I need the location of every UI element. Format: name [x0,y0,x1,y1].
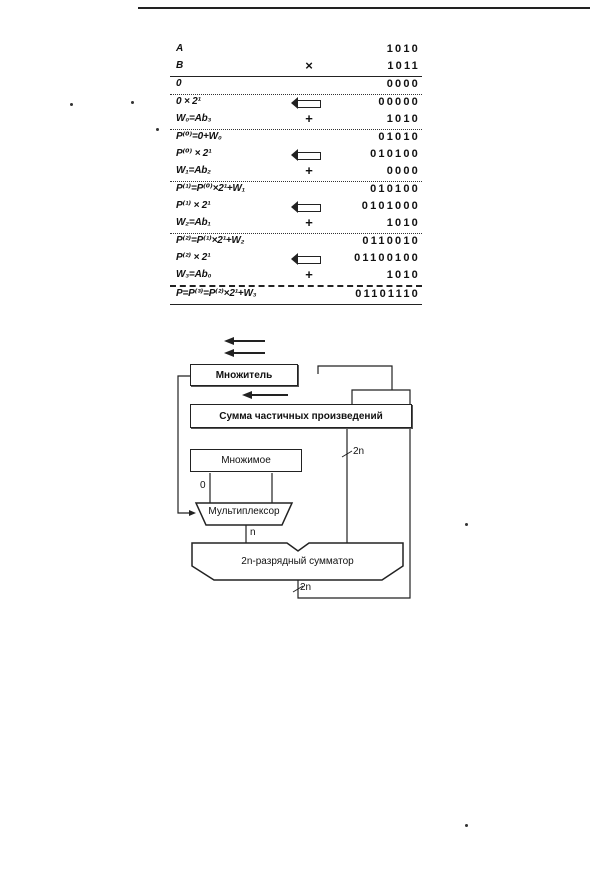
shift-arrow-top-head [224,337,234,345]
row-label: P⁽¹⁾=P⁽⁰⁾×2¹+W₁ [176,183,245,194]
row-label: A [176,43,184,54]
row-label: W₀=Ab₃ [176,113,212,124]
multiplier-to-mux-line [177,375,192,514]
row-value: 01101110 [355,288,420,300]
row-value: 010100 [370,148,420,160]
row-value: 0000 [386,78,420,90]
row-label: P⁽²⁾=P⁽¹⁾×2¹+W₂ [176,235,245,246]
row-label: W₂=Ab₁ [176,217,211,228]
row-operator: + [305,215,313,230]
speck [131,101,134,104]
mux-label: Мультиплексор [208,506,280,517]
table-row: P⁽¹⁾ × 2¹ 0101000 [170,199,422,216]
table-row: W₀=Ab₃ +1010 [170,111,422,130]
table-row: W₂=Ab₁ +1010 [170,215,422,234]
table-row: 0 × 2¹ 00000 [170,95,422,112]
shift-left-arrow-icon [290,146,324,161]
speck [70,103,73,106]
2n-label-top: 2n [353,446,365,457]
arrow-left-icon [290,201,321,213]
arrow-left-icon [290,97,321,109]
table-row: P⁽¹⁾=P⁽⁰⁾×2¹+W₁ 010100 [170,182,422,199]
row-operator: + [305,267,313,282]
row-value: 01010 [378,131,420,143]
speck [465,824,468,827]
row-value: 1010 [386,43,420,55]
multiplicand-box: Множимое [190,449,302,472]
table-row: P⁽⁰⁾ × 2¹ 010100 [170,147,422,164]
row-label: P⁽²⁾ × 2¹ [176,252,211,263]
row-operator: × [305,58,313,73]
row-value: 010100 [370,183,420,195]
row-value: 00000 [378,96,420,108]
shift-left-arrow-icon [290,94,324,109]
table-row: W₁=Ab₂ +0000 [170,163,422,182]
top-rule [138,7,590,9]
partial-sum-box: Сумма частичных произведений [190,404,412,428]
row-value: 1010 [386,113,420,125]
row-operator: + [305,111,313,126]
table-row: B × 1011 [170,58,422,77]
row-value: 0110010 [362,235,420,247]
row-label: P=P⁽³⁾=P⁽²⁾×2¹+W₃ [176,288,257,299]
speck [156,128,159,131]
row-value: 1011 [387,60,420,72]
multiplier-feedback-line [317,365,393,390]
row-value: 1010 [386,269,420,281]
shift-left-arrow-icon [290,198,324,213]
mux-shape [194,502,294,526]
row-value: 0000 [386,165,420,177]
multiplier-box: Множитель [190,364,298,386]
bus-mark-2n-bottom [292,585,304,593]
arrow-left-icon [290,149,321,161]
multiplier-label: Множитель [215,369,273,381]
row-label: 0 × 2¹ [176,96,201,107]
table-row: A 1010 [170,42,422,59]
table-row: P⁽²⁾ × 2¹ 01100100 [170,251,422,268]
arrow-left-icon [290,253,321,265]
table-row: W₃=Ab₀ +1010 [170,267,422,287]
row-label: W₃=Ab₀ [176,269,212,280]
zero-label: 0 [200,480,206,491]
adder-label: 2n-разрядный сумматор [241,556,354,567]
multiplicand-label: Множимое [221,455,271,466]
shift-arrow-top2-head [224,349,234,357]
row-label: 0 [176,78,182,89]
row-label: P⁽⁰⁾=0+W₀ [176,131,222,142]
row-operator: + [305,163,313,178]
adder-shape [191,542,404,581]
shift-arrow-mid-head [242,391,252,399]
row-label: W₁=Ab₂ [176,165,211,176]
row-label: P⁽¹⁾ × 2¹ [176,200,211,211]
adder-feedback-line [297,389,411,599]
n-label: n [250,527,256,538]
partial-sum-label: Сумма частичных произведений [219,410,383,422]
speck [465,523,468,526]
row-label: B [176,60,184,71]
row-value: 1010 [386,217,420,229]
table-row: P⁽²⁾=P⁽¹⁾×2¹+W₂ 0110010 [170,234,422,251]
table-row: P=P⁽³⁾=P⁽²⁾×2¹+W₃ 01101110 [170,287,422,305]
bus-mark-2n [341,450,353,458]
table-row: P⁽⁰⁾=0+W₀ 01010 [170,130,422,147]
row-value: 0101000 [361,200,420,212]
2n-label-bottom: 2n [300,582,312,593]
row-value: 01100100 [354,252,420,264]
row-label: P⁽⁰⁾ × 2¹ [176,148,212,159]
shift-left-arrow-icon [290,250,324,265]
